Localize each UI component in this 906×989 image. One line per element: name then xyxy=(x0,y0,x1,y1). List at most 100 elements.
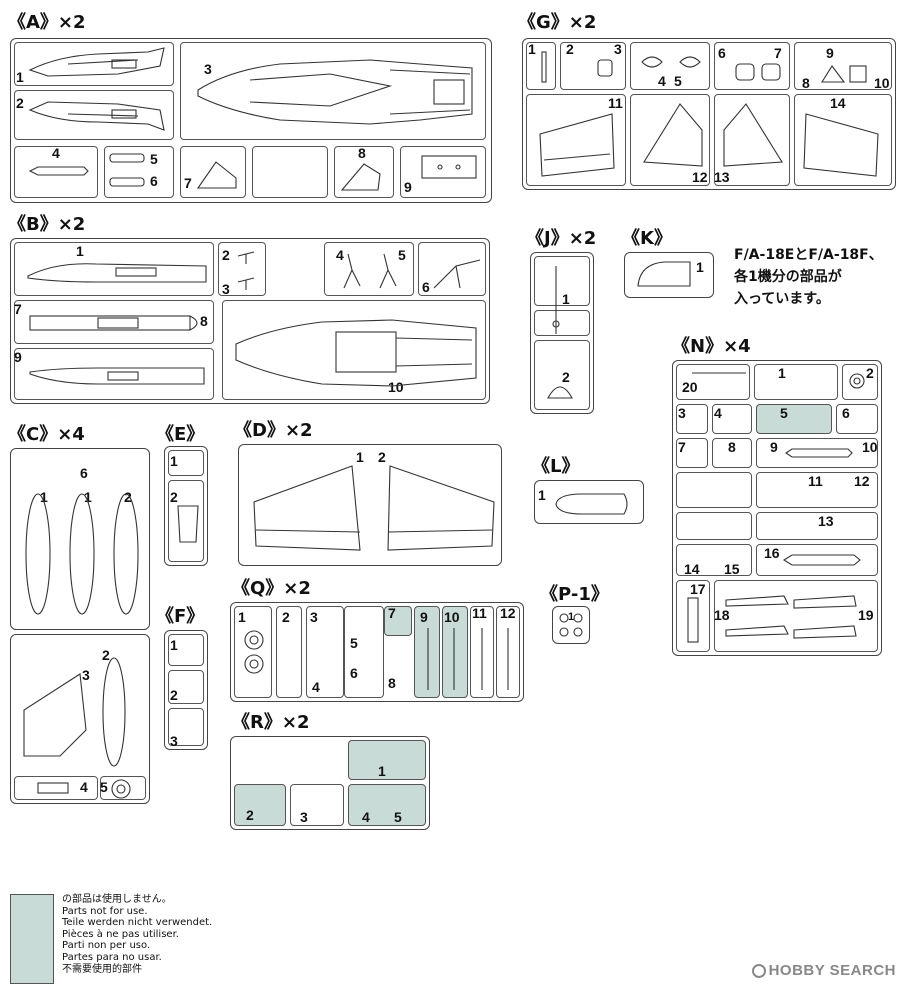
part-number: 16 xyxy=(764,545,780,561)
small-parts-g6-7 xyxy=(735,63,781,81)
gear-parts-b4-5 xyxy=(343,253,397,289)
small-parts-g8-10 xyxy=(821,65,867,83)
sprue-e-frame xyxy=(164,446,208,566)
part-number: 2 xyxy=(866,365,874,381)
part-number: 9 xyxy=(770,439,778,455)
strut-part-j1 xyxy=(552,266,560,334)
sprue-q-cell-3-4 xyxy=(306,606,344,698)
unused-parts-swatch xyxy=(10,894,54,984)
part-number: 3 xyxy=(170,733,178,749)
part-number: 7 xyxy=(678,439,686,455)
part-number: 7 xyxy=(184,175,192,191)
part-number: 15 xyxy=(724,561,740,577)
seat-part-e2 xyxy=(177,505,199,543)
stab-part-g12 xyxy=(643,103,703,167)
sprue-b-cell-9 xyxy=(14,348,214,400)
part-number: 8 xyxy=(200,313,208,329)
part-number: 7 xyxy=(14,301,22,317)
sprue-a-title: 《A》×2 xyxy=(8,12,86,33)
sprue-q-cell-12 xyxy=(496,606,520,698)
part-number: 6 xyxy=(350,665,358,681)
part-number: 3 xyxy=(300,809,308,825)
part-number: 1 xyxy=(778,365,786,381)
sprue-n-cell-4 xyxy=(712,404,752,434)
part-number: 2 xyxy=(170,687,178,703)
legend-line-de: Teile werden nicht verwendet. xyxy=(62,917,213,929)
part-number: 3 xyxy=(614,41,622,57)
lower-fuselage-part-b10 xyxy=(235,319,477,387)
sprue-q-cell-10-unused xyxy=(442,606,468,698)
stab-part-g13 xyxy=(723,103,783,167)
sprue-b-cell-10 xyxy=(222,300,486,400)
part-number: 20 xyxy=(682,379,698,395)
sprue-g-frame xyxy=(522,38,896,190)
sprue-e-cell-1 xyxy=(168,450,204,476)
sprue-g-cell-11 xyxy=(526,94,626,186)
nose-part-b1 xyxy=(27,263,207,283)
small-part-g2-3 xyxy=(597,59,613,77)
part-number: 1 xyxy=(238,609,246,625)
sprue-g-cell-8-10 xyxy=(794,42,892,90)
part-number: 5 xyxy=(394,809,402,825)
part-number: 10 xyxy=(862,439,878,455)
sprue-q-cell-9-unused xyxy=(414,606,440,698)
part-number: 6 xyxy=(842,405,850,421)
sprue-j-cell-mid xyxy=(534,310,590,336)
small-parts-g4-5 xyxy=(641,56,701,68)
sprue-q-cell-1 xyxy=(234,606,272,698)
legend-line-ja: の部品は使用しません。 xyxy=(62,894,172,905)
sprue-g-title: 《G》×2 xyxy=(518,12,597,33)
sprue-c-frame-top xyxy=(10,448,150,630)
wheel-parts-q1 xyxy=(244,630,264,674)
part-number: 9 xyxy=(826,45,834,61)
legend-line-en: Parts not for use. xyxy=(62,905,148,917)
part-number: 2 xyxy=(102,647,110,663)
sprue-n-cell-mid-a xyxy=(676,472,752,508)
sprue-n-cell-2 xyxy=(842,364,878,400)
sprue-n-cell-7 xyxy=(676,438,708,468)
part-number: 1 xyxy=(84,489,92,505)
missile-part-n16 xyxy=(782,554,861,566)
sprue-p-title: 《P-1》 xyxy=(540,584,609,605)
wing-part-d2 xyxy=(387,465,495,551)
sprue-k-title: 《K》 xyxy=(622,228,672,249)
part-number: 6 xyxy=(422,279,430,295)
legend-line-fr: Pièces à ne pas utiliser. xyxy=(62,928,179,940)
sprue-a-frame xyxy=(10,38,492,203)
part-number: 2 xyxy=(222,247,230,263)
sprue-n-cell-20 xyxy=(676,364,750,400)
part-number: 2 xyxy=(566,41,574,57)
part-number: 1 xyxy=(170,453,178,469)
part-number: 1 xyxy=(76,243,84,259)
sprue-n-title: 《N》×4 xyxy=(672,336,751,357)
part-number: 5 xyxy=(780,405,788,421)
sprue-a-cell-1 xyxy=(14,42,174,86)
part-number: 14 xyxy=(830,95,846,111)
sprue-q-cell-7-unused xyxy=(384,606,412,636)
sprue-n-frame xyxy=(672,360,882,656)
tank-part-c2b xyxy=(102,657,126,767)
part-number: 1 xyxy=(378,763,386,779)
kit-contents-note: F/A-18EとF/A-18F、 各1機分の部品が 入っています。 xyxy=(734,247,883,307)
sprue-a-cell-3 xyxy=(180,42,486,140)
ring-part-c5 xyxy=(111,779,131,799)
rod-part-g1 xyxy=(541,51,547,83)
nose-part-b9 xyxy=(29,367,205,385)
sprue-j-cell-bot xyxy=(534,340,590,410)
part-number: 4 xyxy=(52,145,60,161)
part-number: 1 xyxy=(528,41,536,57)
sprue-n-cell-13 xyxy=(756,512,878,540)
part-number: 1 xyxy=(562,291,570,307)
sprue-n-cell-1 xyxy=(754,364,838,400)
watermark-text: HOBBY SEARCH xyxy=(768,962,896,979)
part-number: 2 xyxy=(378,449,386,465)
sprue-d-frame xyxy=(238,444,502,566)
part-number: 11 xyxy=(808,473,823,489)
sprue-j-frame xyxy=(530,252,594,414)
legend-text: の部品は使用しません。 Parts not for use. Teile wer… xyxy=(62,894,212,975)
fuselage-half-part-2 xyxy=(28,101,165,131)
sprue-q-cell-2 xyxy=(276,606,302,698)
part-number: 5 xyxy=(150,151,158,167)
part-number: 1 xyxy=(568,611,575,623)
sprue-b-cell-7 xyxy=(14,300,214,344)
